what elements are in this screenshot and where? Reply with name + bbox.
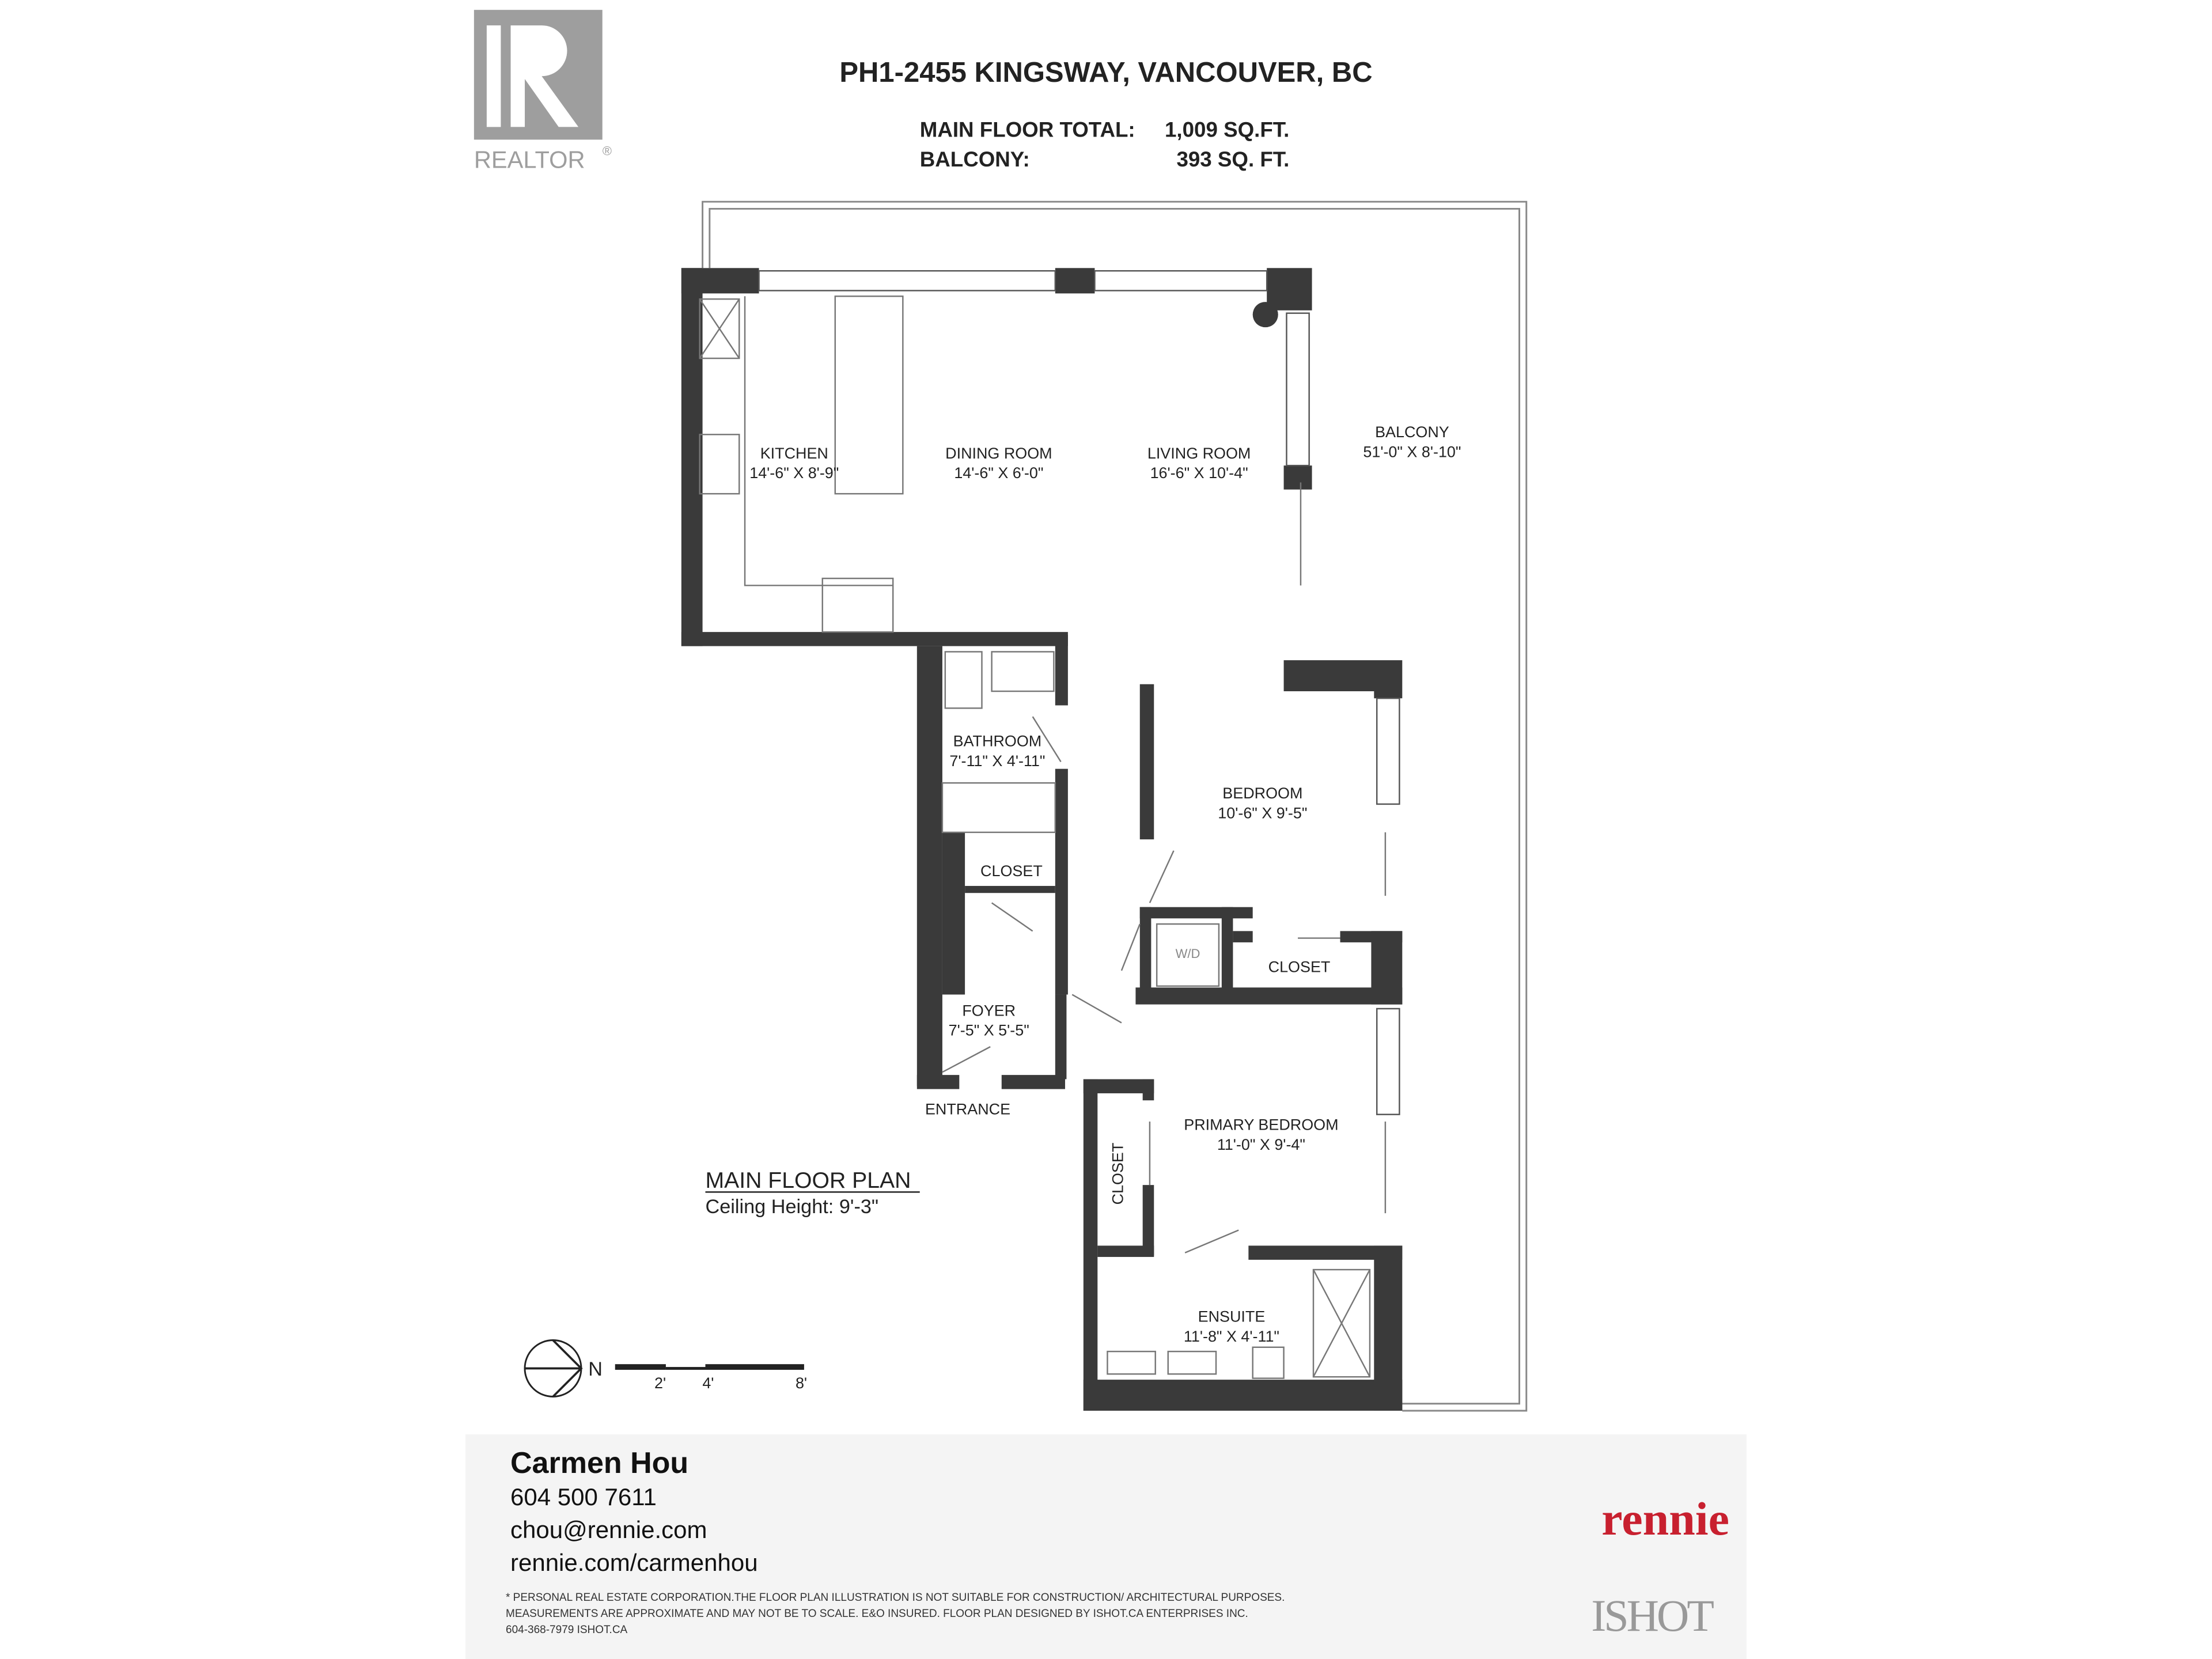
agent-email[interactable]: chou@rennie.com <box>510 1516 707 1543</box>
washer-dryer-label: W/D <box>1176 946 1200 961</box>
svg-text:DINING ROOM: DINING ROOM <box>945 445 1052 462</box>
property-address: PH1-2455 KINGSWAY, VANCOUVER, BC <box>839 57 1372 88</box>
entrance-label: ENTRANCE <box>925 1101 1010 1118</box>
compass-north-icon: N <box>524 1339 603 1397</box>
ishot-logo: ISHOT <box>1591 1590 1714 1641</box>
svg-text:N: N <box>588 1358 603 1380</box>
svg-text:LIVING ROOM: LIVING ROOM <box>1147 445 1251 462</box>
svg-text:ENSUITE: ENSUITE <box>1198 1308 1266 1325</box>
svg-text:7'-11" X 4'-11": 7'-11" X 4'-11" <box>949 752 1045 770</box>
svg-text:BATHROOM: BATHROOM <box>953 733 1042 750</box>
fixtures <box>699 296 1387 1379</box>
room-bathroom: BATHROOM 7'-11" X 4'-11" <box>949 733 1045 770</box>
svg-text:11'-0" X 9'-4": 11'-0" X 9'-4" <box>1217 1136 1305 1153</box>
balcony-value: 393 SQ. FT. <box>1176 147 1289 171</box>
svg-text:51'-0" X 8'-10": 51'-0" X 8'-10" <box>1363 443 1461 460</box>
svg-text:7'-5" X 5'-5": 7'-5" X 5'-5" <box>949 1022 1029 1039</box>
rennie-logo: rennie <box>1601 1493 1729 1545</box>
closet-bedroom-label: CLOSET <box>1268 958 1331 975</box>
svg-text:2': 2' <box>654 1374 666 1392</box>
closet-primary-label: CLOSET <box>1109 1143 1126 1205</box>
closet-bath-label: CLOSET <box>980 862 1043 880</box>
svg-text:14'-6" X 6'-0": 14'-6" X 6'-0" <box>954 464 1043 482</box>
balcony-outline <box>702 200 1528 1412</box>
room-living: LIVING ROOM 16'-6" X 10'-4" <box>1147 445 1251 482</box>
agent-name: Carmen Hou <box>510 1446 689 1480</box>
realtor-logo: REALTOR ® <box>474 10 612 173</box>
disclaimer: * PERSONAL REAL ESTATE CORPORATION.THE F… <box>506 1592 1285 1636</box>
room-primary-bedroom: PRIMARY BEDROOM 11'-0" X 9'-4" <box>1184 1116 1338 1153</box>
plan-title: MAIN FLOOR PLAN <box>705 1168 911 1193</box>
room-foyer: FOYER 7'-5" X 5'-5" <box>949 1002 1029 1039</box>
svg-text:PRIMARY BEDROOM: PRIMARY BEDROOM <box>1184 1116 1338 1134</box>
main-floor-value: 1,009 SQ.FT. <box>1165 118 1289 142</box>
scale-bar: 2' 4' 8' <box>615 1364 807 1392</box>
svg-text:KITCHEN: KITCHEN <box>760 445 828 462</box>
svg-text:14'-6" X 8'-9": 14'-6" X 8'-9" <box>749 464 839 482</box>
svg-text:8': 8' <box>796 1374 807 1392</box>
svg-text:REALTOR: REALTOR <box>474 146 585 173</box>
svg-text:BALCONY: BALCONY <box>1375 423 1449 441</box>
svg-text:BEDROOM: BEDROOM <box>1222 785 1302 802</box>
windows <box>758 270 1400 1115</box>
room-balcony: BALCONY 51'-0" X 8'-10" <box>1363 423 1461 460</box>
room-dining: DINING ROOM 14'-6" X 6'-0" <box>945 445 1052 482</box>
agent-website[interactable]: rennie.com/carmenhou <box>510 1549 758 1576</box>
agent-phone[interactable]: 604 500 7611 <box>510 1483 657 1510</box>
svg-text:16'-6" X 10'-4": 16'-6" X 10'-4" <box>1150 464 1248 482</box>
svg-text:11'-8" X 4'-11": 11'-8" X 4'-11" <box>1184 1328 1279 1345</box>
agent-footer: Carmen Hou 604 500 7611 chou@rennie.com … <box>465 1434 1747 1659</box>
svg-text:FOYER: FOYER <box>962 1002 1016 1019</box>
room-bedroom: BEDROOM 10'-6" X 9'-5" <box>1218 785 1307 821</box>
walls <box>681 268 1403 1411</box>
main-floor-label: MAIN FLOOR TOTAL: <box>920 118 1135 142</box>
ceiling-height: Ceiling Height: 9'-3" <box>705 1196 878 1218</box>
room-kitchen: KITCHEN 14'-6" X 8'-9" <box>749 445 839 482</box>
svg-text:®: ® <box>603 143 612 158</box>
svg-text:10'-6" X 9'-5": 10'-6" X 9'-5" <box>1218 804 1307 821</box>
balcony-label: BALCONY: <box>920 147 1030 171</box>
svg-text:4': 4' <box>702 1374 714 1392</box>
room-ensuite: ENSUITE 11'-8" X 4'-11" <box>1184 1308 1279 1345</box>
